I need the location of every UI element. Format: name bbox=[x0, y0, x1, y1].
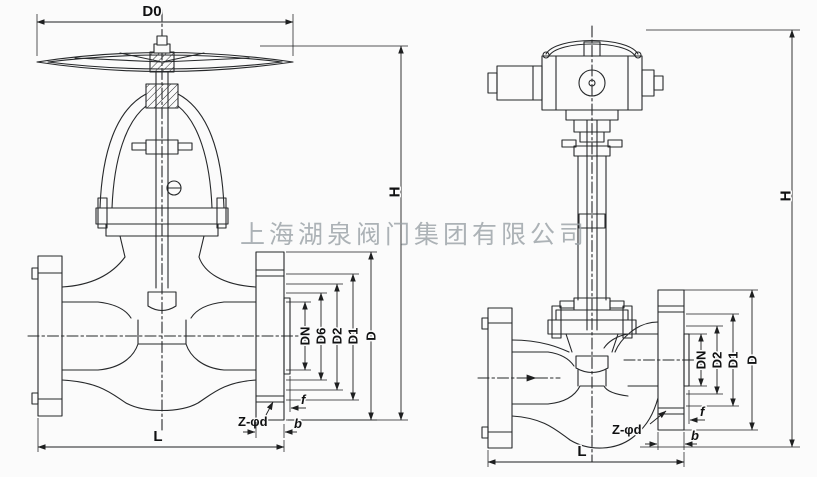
dim-label-d-left: D bbox=[364, 331, 379, 340]
dim-label-d1-left: D1 bbox=[346, 328, 361, 345]
dim-label-f-left: f bbox=[301, 392, 307, 407]
inlet-flange bbox=[31, 255, 63, 417]
left-valve-body-drawing bbox=[27, 9, 303, 431]
globe-body bbox=[61, 256, 257, 411]
dim-label-f-right: f bbox=[700, 404, 706, 419]
dim-label-d1-right: D1 bbox=[726, 352, 741, 369]
dim-label-dn-right: DN bbox=[694, 351, 709, 370]
handwheel bbox=[36, 35, 294, 73]
right-inlet-flange bbox=[481, 307, 513, 449]
left-valve-dimensions: D0 H DN D6 D2 D1 D Z-φd f bbox=[36, 2, 408, 452]
dim-label-b-left: b bbox=[294, 416, 302, 431]
right-outlet-flange bbox=[657, 289, 690, 431]
dim-label-d-right: D bbox=[745, 355, 760, 364]
dim-label-l-left: L bbox=[153, 428, 162, 445]
dim-label-dn-left: DN bbox=[298, 327, 313, 346]
dim-label-l-right: L bbox=[577, 443, 586, 460]
dim-label-d2-left: D2 bbox=[330, 328, 345, 345]
right-valve-dimensions: H DN D2 D1 D Z-φd f b L bbox=[487, 29, 800, 467]
actuator-stem-column bbox=[559, 109, 625, 331]
right-valve-body-drawing bbox=[477, 25, 701, 463]
electric-actuator bbox=[487, 40, 664, 111]
valve-stem bbox=[145, 71, 179, 289]
dim-label-h-right: H bbox=[778, 191, 795, 202]
dim-label-d2-right: D2 bbox=[710, 352, 725, 369]
dim-label-zd-right: Z-φd bbox=[612, 422, 642, 437]
outlet-flange bbox=[255, 251, 291, 421]
bonnet bbox=[95, 197, 229, 258]
motor bbox=[496, 65, 543, 101]
dim-label-zd-left: Z-φd bbox=[238, 414, 268, 429]
right-globe-body bbox=[511, 321, 659, 449]
dim-label-h-left: H bbox=[387, 187, 404, 198]
dim-label-b-right: b bbox=[691, 428, 699, 443]
dim-label-d6-left: D6 bbox=[314, 328, 329, 345]
watermark-text: 上海湖泉阀门集团有限公司 bbox=[240, 221, 588, 249]
dim-label-d0: D0 bbox=[142, 3, 161, 20]
